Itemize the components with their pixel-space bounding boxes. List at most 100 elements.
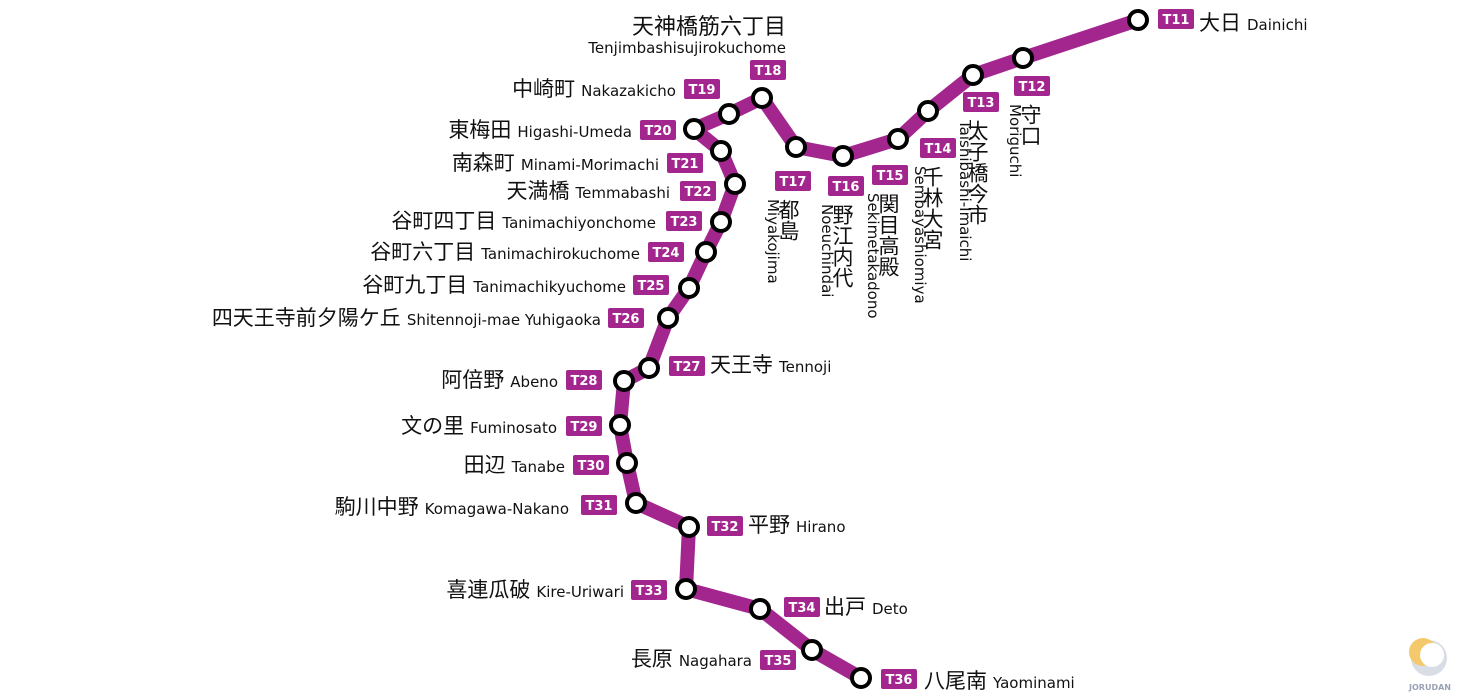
station-code-badge-t25	[633, 275, 669, 295]
station-label-t18: T18	[750, 60, 786, 80]
station-name-ja-t34: 出戸	[824, 595, 866, 619]
station-code-badge-t24	[648, 242, 684, 262]
station-code-t31: T31	[586, 499, 613, 514]
station-code-t24: T24	[653, 246, 680, 261]
station-marker-t33[interactable]	[675, 578, 697, 600]
station-marker-t30[interactable]	[616, 452, 638, 474]
station-name-ja-t29: 文の里	[401, 414, 464, 438]
station-code-t13: T13	[968, 96, 995, 111]
station-marker-t12[interactable]	[1012, 47, 1034, 69]
station-name-ja-t26: 四天王寺前夕陽ケ丘	[212, 306, 401, 330]
station-marker-t11[interactable]	[1127, 9, 1149, 31]
station-marker-t17[interactable]	[785, 136, 807, 158]
station-name-ja-t25: 谷町九丁目	[362, 273, 467, 297]
station-code-t18: T18	[755, 64, 782, 79]
station-name-ja-t14: 千林大宮	[920, 166, 944, 250]
station-marker-t32[interactable]	[678, 516, 700, 538]
station-name-en-t28: Abeno	[510, 373, 558, 391]
station-code-badge-t23	[666, 211, 702, 231]
station-marker-t23[interactable]	[710, 211, 732, 233]
stations	[609, 9, 1149, 689]
station-code-badge-t36	[881, 669, 917, 689]
station-name-en-t33: Kire-Uriwari	[536, 583, 624, 601]
station-code-badge-t17	[775, 171, 811, 191]
station-code-t26: T26	[613, 312, 640, 327]
station-code-t25: T25	[638, 279, 665, 294]
station-marker-t26[interactable]	[657, 307, 679, 329]
station-marker-t25[interactable]	[678, 277, 700, 299]
station-name-en-t21: Minami-Morimachi	[521, 156, 659, 174]
station-marker-t36[interactable]	[850, 667, 872, 689]
station-code-t11: T11	[1163, 13, 1190, 28]
station-name-ja-t15: 関目高殿	[876, 193, 900, 277]
station-name-en-t25: Tanimachikyuchome	[472, 278, 626, 296]
station-code-t28: T28	[571, 374, 598, 389]
station-name-ja-t35: 長原	[631, 647, 673, 671]
station-name-ja-t31: 駒川中野	[335, 495, 419, 519]
station-name-en-t30: Tanabe	[511, 458, 565, 476]
station-marker-t18[interactable]	[751, 87, 773, 109]
station-name-en-t20: Higashi-Umeda	[517, 123, 632, 141]
station-code-badge-t33	[631, 580, 667, 600]
station-marker-t16[interactable]	[832, 145, 854, 167]
station-marker-t31[interactable]	[625, 492, 647, 514]
station-marker-t24[interactable]	[695, 241, 717, 263]
station-name-en-t12: Moriguchi	[1006, 104, 1024, 177]
station-name-en-t18: Tenjimbashisujirokuchome	[587, 39, 786, 57]
station-code-badge-t11	[1158, 9, 1194, 29]
station-name-en-t32: Hirano	[796, 518, 846, 536]
station-code-badge-t29	[566, 416, 602, 436]
station-code-t22: T22	[685, 185, 712, 200]
station-marker-t27[interactable]	[638, 357, 660, 379]
station-marker-t28[interactable]	[613, 370, 635, 392]
station-code-badge-t18	[750, 60, 786, 80]
station-marker-t21[interactable]	[710, 140, 732, 162]
station-marker-t13[interactable]	[962, 64, 984, 86]
station-name-ja-t27: 天王寺	[710, 353, 773, 377]
station-marker-t15[interactable]	[887, 128, 909, 150]
station-code-t33: T33	[636, 584, 663, 599]
station-marker-t20[interactable]	[683, 118, 705, 140]
station-code-badge-t26	[608, 308, 644, 328]
station-marker-t22[interactable]	[724, 173, 746, 195]
station-code-badge-t31	[581, 495, 617, 515]
station-marker-t35[interactable]	[801, 639, 823, 661]
station-code-badge-t13	[963, 92, 999, 112]
station-marker-t19[interactable]	[718, 103, 740, 125]
station-name-ja-t22: 天満橋	[507, 179, 570, 203]
station-marker-t29[interactable]	[609, 414, 631, 436]
station-code-t34: T34	[789, 601, 816, 616]
station-name-en-t15: Sekimetakadono	[864, 193, 882, 319]
station-code-badge-t35	[760, 650, 796, 670]
station-code-t21: T21	[672, 157, 699, 172]
jorudan-logo: JORUDAN	[1408, 638, 1451, 692]
station-marker-t34[interactable]	[749, 598, 771, 620]
station-code-badge-t20	[640, 120, 676, 140]
station-name-ja-t18: 天神橋筋六丁目	[632, 15, 786, 40]
station-code-t17: T17	[780, 175, 807, 190]
station-marker-t14[interactable]	[917, 100, 939, 122]
station-code-t35: T35	[765, 654, 792, 669]
station-name-ja-t17: 都島	[776, 199, 800, 241]
